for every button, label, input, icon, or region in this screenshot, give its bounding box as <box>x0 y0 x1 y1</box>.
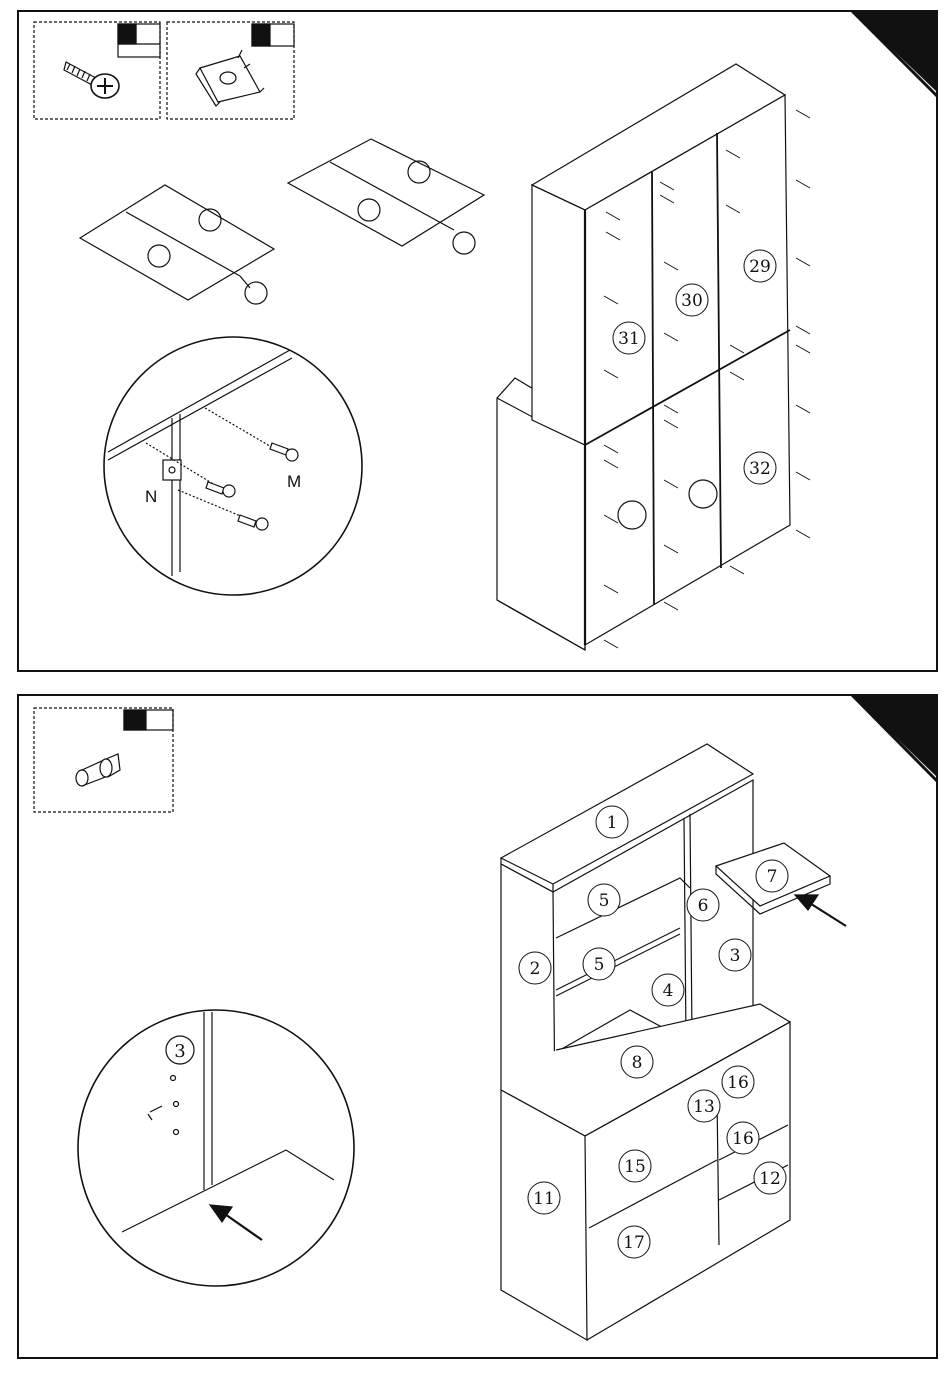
detail-callout-3: 3 <box>174 1041 185 1062</box>
callout-31: 31 <box>618 329 640 349</box>
callout-15: 15 <box>624 1157 646 1177</box>
step-panel-top: N M <box>18 11 937 671</box>
callout-30: 30 <box>681 291 703 311</box>
callout-4: 4 <box>663 981 674 1001</box>
callout-1: 1 <box>607 813 618 833</box>
callout-5-lower: 5 <box>594 955 605 975</box>
callout-8: 8 <box>632 1053 643 1073</box>
callout-16-upper: 16 <box>727 1073 749 1093</box>
callout-16-lower: 16 <box>732 1129 754 1149</box>
callout-12: 12 <box>759 1169 781 1189</box>
callout-11: 11 <box>533 1189 555 1209</box>
callout-13: 13 <box>693 1097 715 1117</box>
callout-2: 2 <box>530 959 541 979</box>
callout-17: 17 <box>623 1233 645 1253</box>
detail-letter-n: N <box>145 487 157 506</box>
callout-29: 29 <box>749 257 771 277</box>
step-panel-bottom: 3 <box>18 695 937 1358</box>
callout-6: 6 <box>698 896 709 916</box>
detail-magnifier-top: N M <box>104 337 362 595</box>
detail-letter-m: M <box>287 472 301 491</box>
callout-7: 7 <box>767 867 778 887</box>
callout-32: 32 <box>749 459 771 479</box>
callout-5-upper: 5 <box>599 891 610 911</box>
callout-3: 3 <box>730 946 741 966</box>
detail-magnifier-bottom: 3 <box>78 1010 354 1286</box>
